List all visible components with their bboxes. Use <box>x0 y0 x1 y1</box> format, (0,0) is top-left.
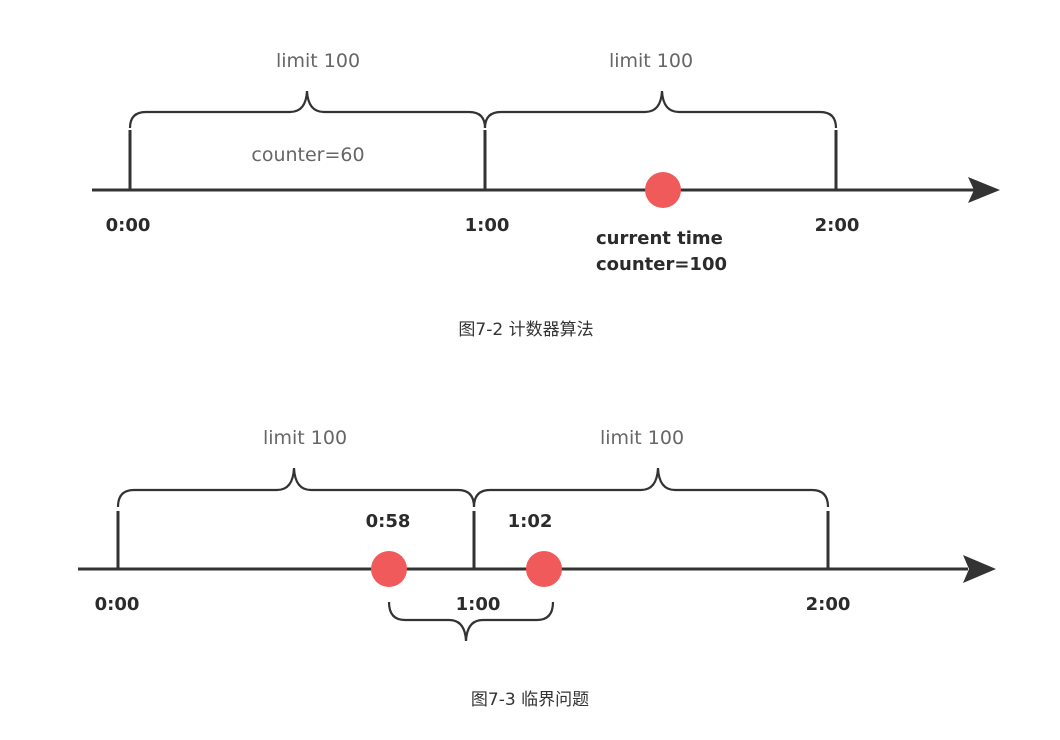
figure-critical-problem: limit 100 limit 100 0:58 1:02 0:00 1:00 … <box>78 427 996 710</box>
window-limit-label-1: limit 100 <box>263 427 347 449</box>
figure-caption-2: 图7-3 临界问题 <box>471 690 589 710</box>
point-label-0-58: 0:58 <box>366 511 411 532</box>
tick-label-0: 0:00 <box>106 215 151 236</box>
tick-label-2: 2:00 <box>806 594 851 615</box>
tick-label-1: 1:00 <box>456 594 501 615</box>
figure-caption-1: 图7-2 计数器算法 <box>458 320 593 340</box>
window-limit-label-2: limit 100 <box>600 427 684 449</box>
current-time-point <box>645 172 681 208</box>
request-point-0-58 <box>371 551 407 587</box>
window-brace-1 <box>128 90 487 129</box>
window-limit-label-2: limit 100 <box>609 50 693 72</box>
counter-label: counter=60 <box>251 144 364 166</box>
window-brace-2 <box>483 90 838 129</box>
figure-counter-algorithm: limit 100 limit 100 counter=60 0:00 1:00… <box>92 50 1000 340</box>
current-counter-label: counter=100 <box>596 254 727 275</box>
tick-label-1: 1:00 <box>465 215 510 236</box>
critical-interval-brace <box>387 601 555 642</box>
window-limit-label-1: limit 100 <box>276 50 360 72</box>
axis-arrow-icon <box>968 177 1000 203</box>
window-brace-1 <box>116 467 476 508</box>
window-brace-2 <box>472 467 830 508</box>
tick-label-0: 0:00 <box>95 594 140 615</box>
request-point-1-02 <box>526 551 562 587</box>
axis-arrow-icon <box>963 555 996 583</box>
current-time-label: current time <box>596 228 723 249</box>
tick-label-2: 2:00 <box>815 215 860 236</box>
point-label-1-02: 1:02 <box>508 511 553 532</box>
